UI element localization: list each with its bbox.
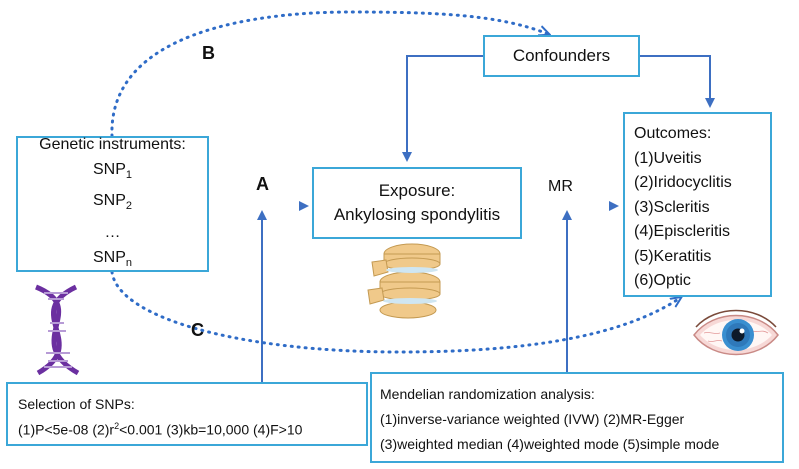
mr-analysis-methods-2: (3)weighted median (4)weighted mode (5)s… xyxy=(380,436,720,452)
mr-analysis-methods-1: (1)inverse-variance weighted (IVW) (2)MR… xyxy=(380,411,685,427)
outcome-item: (4)Episcleritis xyxy=(634,223,731,240)
label-a: A xyxy=(256,174,269,194)
mr-analysis-box: Mendelian randomization analysis: (1)inv… xyxy=(370,372,784,463)
arrow-confounders-to-exposure xyxy=(402,55,483,162)
snp-ellipsis: … xyxy=(104,223,121,241)
selection-title: Selection of SNPs: xyxy=(18,396,135,412)
outcome-item: (1)Uveitis xyxy=(634,149,702,167)
confounders-box: Confounders xyxy=(483,35,640,77)
outcome-item: (5)Keratitis xyxy=(634,247,712,265)
outcomes-box: Outcomes: (1)Uveitis (2)Iridocyclitis (3… xyxy=(623,112,772,297)
exposure-name: Ankylosing spondylitis xyxy=(333,205,501,224)
dotted-path-c xyxy=(110,270,680,354)
dotted-path-b xyxy=(110,10,548,138)
genetic-instruments-title: Genetic instruments: xyxy=(39,136,186,154)
snp-1: SNP1 xyxy=(92,161,133,182)
dna-icon xyxy=(35,284,80,376)
exposure-box: Exposure: Ankylosing spondylitis xyxy=(312,167,522,239)
label-c: C xyxy=(191,320,204,340)
spine-icon xyxy=(367,243,441,319)
outcomes-title: Outcomes: xyxy=(634,125,712,142)
snp-2: SNP2 xyxy=(92,192,133,213)
mr-analysis-title: Mendelian randomization analysis: xyxy=(380,386,595,402)
confounders-label: Confounders xyxy=(512,46,611,65)
label-b: B xyxy=(202,43,215,63)
label-mr: MR xyxy=(548,178,573,195)
outcome-item: (6)Optic xyxy=(634,272,691,289)
outcome-item: (2)Iridocyclitis xyxy=(634,174,732,191)
genetic-instruments-box: Genetic instruments: SNP1 SNP2 … SNPn xyxy=(16,136,209,272)
arrow-confounders-to-outcomes xyxy=(640,55,715,108)
exposure-title: Exposure: xyxy=(378,181,456,200)
snp-n: SNPn xyxy=(92,248,133,269)
eye-icon xyxy=(693,309,779,356)
selection-box: Selection of SNPs: (1)P<5e-08 (2)r2<0.00… xyxy=(6,382,368,446)
selection-criteria: (1)P<5e-08 (2)r2<0.001 (3)kb=10,000 (4)F… xyxy=(18,421,303,438)
outcome-item: (3)Scleritis xyxy=(634,198,710,216)
